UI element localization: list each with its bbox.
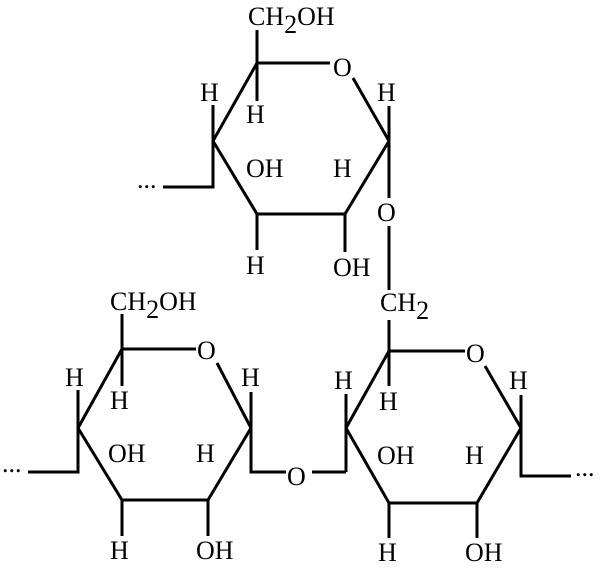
ring-oxygen-label: O — [466, 339, 485, 368]
top-glucose-ring: CH2OH O H H H OH H ... O H OH — [137, 2, 396, 290]
hydrogen-label: H — [509, 366, 528, 395]
bond-c1-c2 — [475, 427, 523, 504]
hydrogen-label: H — [196, 439, 215, 468]
bond-c4-c5 — [76, 348, 124, 429]
hydroxyl-label: OH — [333, 253, 371, 282]
hydrogen-label: H — [110, 386, 129, 415]
hydrogen-label: H — [465, 441, 484, 470]
ellipsis-label: ... — [137, 165, 157, 194]
bond-c1-c2 — [343, 140, 391, 215]
bond-c1-glycosidic-o — [249, 428, 286, 474]
glycosidic-oxygen-label: O — [377, 198, 396, 227]
hydrogen-label: H — [334, 366, 353, 395]
hydroxyl-label: OH — [108, 439, 146, 468]
bond-c4-c5 — [344, 350, 391, 429]
bond-o-c1 — [215, 362, 253, 429]
ring-oxygen-label: O — [197, 336, 216, 365]
bond-c3-c4 — [344, 427, 391, 504]
bond-c4-chain — [28, 428, 80, 474]
bottom-left-glucose-ring: CH2OH O H H H OH H ... O H OH — [2, 287, 306, 565]
hydroxyl-label: OH — [465, 538, 503, 567]
bond-c3-c4 — [211, 140, 259, 215]
ellipsis-label: ... — [2, 449, 22, 478]
hydroxyl-label: OH — [196, 536, 234, 565]
bond-o-c1 — [483, 365, 523, 429]
hydrogen-label: H — [246, 251, 265, 280]
bond-c1-chain — [519, 428, 571, 478]
bond-c1-c2 — [206, 427, 253, 501]
ellipsis-label: ... — [575, 453, 595, 482]
ch2oh-group-label: CH2OH — [110, 287, 197, 324]
hydrogen-label: H — [200, 78, 219, 107]
bottom-right-glucose-ring: CH2 O H H H OH H ... H OH — [312, 288, 595, 567]
bond-o-c1 — [351, 77, 391, 142]
hydrogen-label: H — [246, 100, 265, 129]
hydroxyl-label: OH — [246, 154, 284, 183]
ring-oxygen-label: O — [333, 53, 352, 82]
ch2-group-label: CH2 — [380, 288, 429, 325]
glycosidic-oxygen-label: O — [287, 462, 306, 491]
hydrogen-label: H — [65, 363, 84, 392]
hydrogen-label: H — [110, 536, 129, 565]
hydrogen-label: H — [377, 78, 396, 107]
hydrogen-label: H — [379, 387, 398, 416]
bond-c4-c5 — [211, 62, 259, 142]
hydrogen-label: H — [241, 363, 260, 392]
bond-c3-c4 — [76, 427, 124, 501]
hydroxyl-label: OH — [377, 441, 415, 470]
bond-c4-chain — [163, 141, 215, 189]
hydrogen-label: H — [378, 538, 397, 567]
hydrogen-label: H — [333, 154, 352, 183]
ch2oh-group-label: CH2OH — [248, 2, 335, 39]
